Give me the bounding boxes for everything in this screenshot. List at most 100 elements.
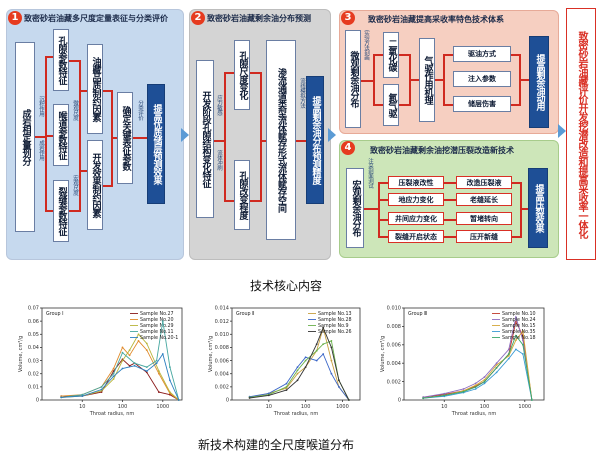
data-point [285,386,288,388]
connector [443,54,453,56]
y-tick-label: 0 [36,398,39,404]
data-point [121,359,124,362]
annotation-fluid-erosion: 流体冲刷 [216,150,222,170]
connector [224,72,226,202]
data-point [248,397,251,399]
data-point [158,370,160,372]
data-point [145,342,148,345]
data-point [462,388,465,390]
data-point [100,388,103,391]
data-point [315,343,318,345]
y-tick-label: 0.004 [215,371,229,377]
fracture-parameter-box: 裂缝参数特征 [53,180,69,242]
connector [133,137,147,139]
connector [399,54,409,56]
data-point [507,353,510,355]
data-point [315,349,318,352]
data-point [483,382,486,385]
y-tick-label: 0.008 [387,324,401,330]
co2-box: 二氧化碳 [383,32,399,78]
data-point [522,330,524,332]
y-tick-label: 0.014 [215,306,229,312]
chart-frame [403,307,545,401]
data-point [128,354,131,357]
connector [250,200,260,202]
connector [250,72,260,74]
data-point [515,334,517,337]
data-point [81,393,84,396]
data-point [322,326,325,329]
connector [378,236,388,238]
data-point [133,362,136,365]
panel-3-number: 3 [341,11,355,25]
panel-2-title: 致密砂岩油藏剩余油分布预测 [207,14,311,23]
data-point [515,316,517,319]
data-point [304,366,307,368]
data-point [507,357,510,360]
data-point [128,364,131,367]
data-point [322,353,325,355]
data-point [145,349,148,351]
y-tick-label: 0 [226,398,229,404]
connector [45,56,53,58]
series-line [423,329,533,401]
connector [69,60,79,62]
data-point [169,379,171,382]
data-point [322,343,325,345]
new-fracture-box: 压开新缝 [456,230,512,243]
y-tick-label: 0.012 [215,319,229,325]
legend-label: Sample No.11 [140,329,174,335]
connector [214,140,224,142]
data-point [531,399,533,401]
pore-alteration-degree-box: 孔隙改变程度 [234,160,250,230]
series-line [61,333,180,401]
data-point [495,362,498,365]
connector [224,72,234,74]
chart-frame [231,307,361,401]
data-point [60,396,63,399]
data-point [145,371,148,374]
data-point [474,386,477,388]
y-axis-label: Volume, cm³/g [18,336,24,372]
data-point [495,371,498,374]
y-tick-label: 0.010 [387,306,401,312]
lithofacies-box: 成岩相定量划分 [15,42,35,232]
annotation-micro-scale: 微观尺度 [72,100,78,120]
data-point [443,394,446,397]
data-point [507,354,510,357]
data-point [315,359,318,362]
data-point [348,399,350,401]
data-point [296,369,299,372]
result-fracturing-effect: 提高压裂效果 [528,168,548,248]
y-tick-label: 0.006 [387,343,401,349]
connector [444,236,456,238]
data-point [155,359,158,362]
series-line [249,325,350,401]
connector [520,208,528,210]
connector [512,182,520,184]
y-axis-label: Volume, cm³/g [208,336,214,372]
annotation-classification: 分类评价 [137,100,143,120]
connector [45,56,47,212]
data-point [112,375,115,378]
data-point [495,366,498,369]
data-point [522,353,524,355]
x-tick-label: 100 [118,404,128,410]
group-label: Group Ⅰ [46,311,64,317]
result-prediction-accuracy: 提高剩余油分布预测精度 [306,76,324,204]
legend-label: Sample No.13 [318,311,352,317]
x-tick-label: 100 [301,404,311,410]
data-point [443,392,446,395]
x-tick-label: 100 [480,404,490,410]
data-point [296,379,299,382]
data-point [169,366,171,368]
data-point [304,356,307,359]
connector [45,135,53,137]
connector [296,140,306,142]
data-point [338,379,340,382]
frac-fluid-modification-box: 压裂液改性 [388,176,444,189]
annotation-diagenesis: 成岩作用 [38,140,44,160]
y-tick-label: 0.002 [387,379,401,385]
data-point [285,389,288,391]
x-tick-label: 10 [79,404,85,410]
